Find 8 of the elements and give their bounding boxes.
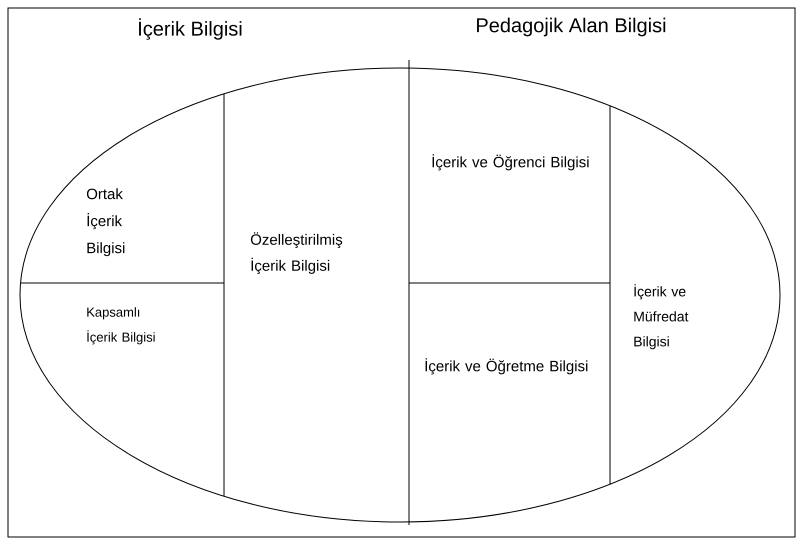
section-text: Özelleştirilmiş İçerik Bilgisi	[250, 232, 342, 274]
section-text: Kapsamlı İçerik Bilgisi	[87, 307, 155, 344]
section-text: Ortak İçerik Bilgisi	[86, 188, 124, 256]
section-text: İçerik ve Öğrenci Bilgisi	[432, 154, 589, 170]
heading: İçerik Bilgisi	[139, 18, 242, 40]
heading: Pedagojik Alan Bilgisi	[477, 18, 666, 36]
section-text: İçerik ve Müfredat Bilgisi	[634, 284, 688, 350]
section-text: İçerik ve Öğretme Bilgisi	[426, 358, 588, 374]
